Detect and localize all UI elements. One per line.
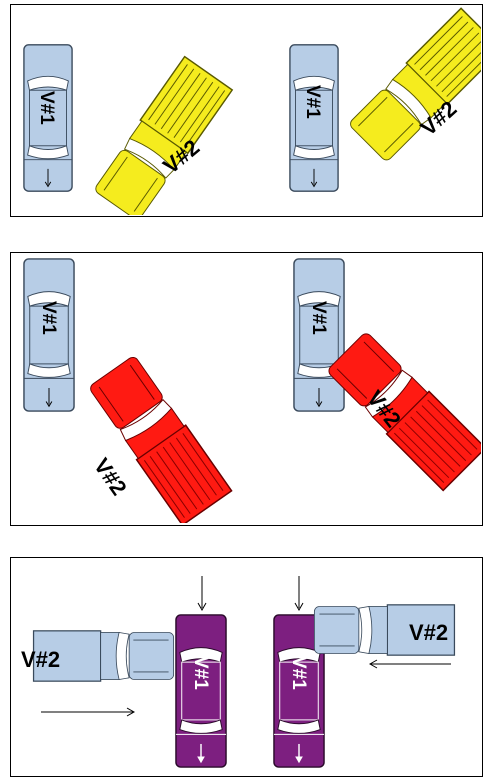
v1-sedan-left: V#1 [175,614,227,768]
v1-label: V#1 [190,656,211,690]
v1-label: V#1 [38,301,59,335]
panel-3-scene: V#2 V#1 V#1 V#2 [21,576,456,768]
v2-pickup-left [91,55,233,215]
v1-sedan-right: V#1 [289,44,339,192]
v1-label: V#1 [302,85,323,119]
v1-entry-arrow-left [197,576,207,612]
v2-label: V#2 [89,454,132,500]
v2-direction-arrow-left [41,707,136,717]
v1-sedan-right: V#1 [293,258,345,412]
panel-1-scene: V#1 V#2 V#1 V#2 [23,7,481,215]
diagram-panel-3: V#2 V#1 V#1 V#2 [10,557,483,777]
v1-sedan-left: V#1 [23,258,75,412]
v1-sedan-left: V#1 [23,44,73,192]
diagram-panel-2: V#1 V#2 V#1 V#2 [10,252,483,526]
v2-pickup-right [346,7,481,165]
v1-entry-arrow-right [294,576,304,612]
v1-label: V#1 [36,91,57,125]
v1-sedan-right: V#1 [273,614,325,768]
v1-label: V#1 [288,656,309,690]
v2-label: V#2 [21,647,60,672]
v2-pickup-right [324,329,481,492]
v2-direction-arrow-right [368,659,451,669]
v2-pickup-left [85,353,233,523]
v1-label: V#1 [308,301,329,335]
panel-2-scene: V#1 V#2 V#1 V#2 [23,258,481,523]
v2-label: V#2 [409,620,448,645]
diagram-panel-1: V#1 V#2 V#1 V#2 [10,4,483,217]
